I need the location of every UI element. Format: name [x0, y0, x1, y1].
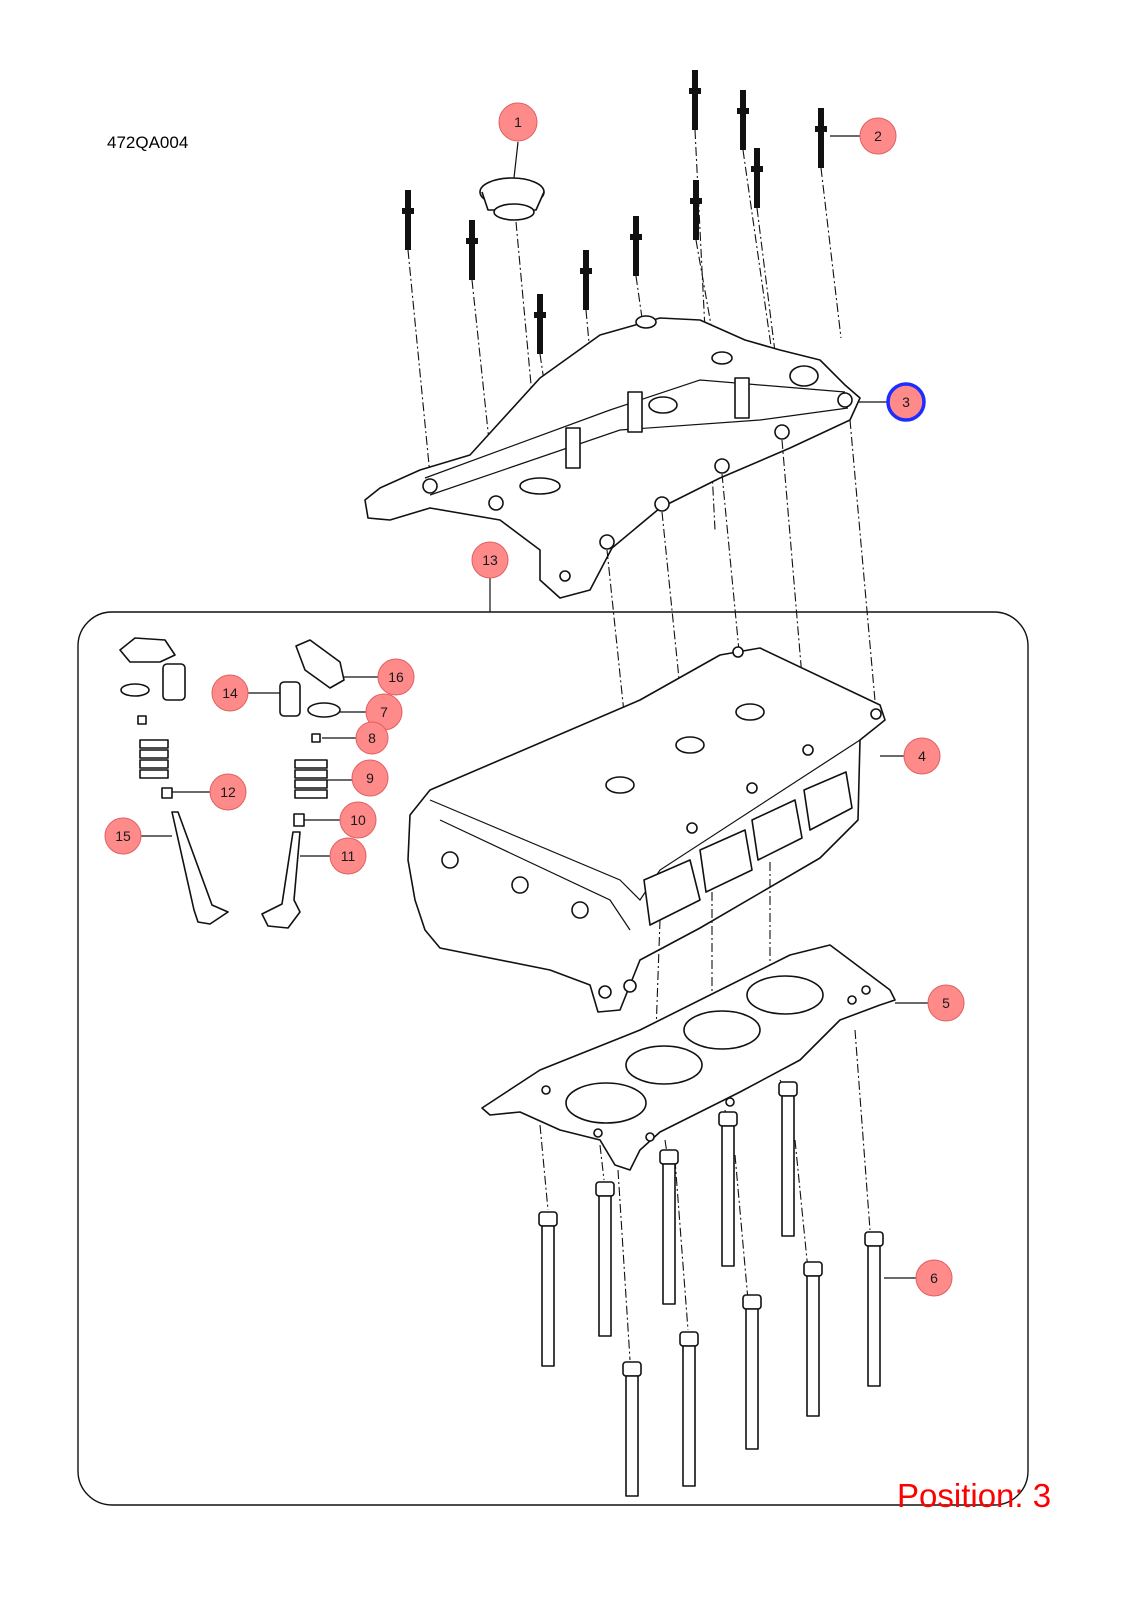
callout-10-label: 10: [350, 812, 366, 828]
callout-14-label: 14: [222, 685, 238, 701]
callout-8[interactable]: 8: [322, 721, 389, 755]
group-13-frame: [77, 611, 1029, 1506]
callout-14[interactable]: 14: [211, 674, 280, 712]
callout-2[interactable]: 2: [830, 117, 897, 155]
callout-1-label: 1: [514, 114, 522, 130]
callout-6[interactable]: 6: [884, 1259, 953, 1297]
callout-3-label: 3: [902, 394, 910, 410]
callout-9[interactable]: 9: [327, 759, 389, 797]
callout-12[interactable]: 12: [172, 773, 247, 811]
callout-11-label: 11: [341, 848, 356, 864]
callout-15-label: 15: [115, 828, 131, 844]
callout-13-label: 13: [482, 552, 498, 568]
callout-10[interactable]: 10: [304, 801, 377, 839]
cylinder-head: [407, 646, 886, 1061]
diagram-code: 472QA004: [107, 133, 189, 152]
callout-4-label: 4: [918, 748, 926, 764]
callout-16[interactable]: 16: [344, 658, 415, 696]
callout-13[interactable]: 13: [471, 541, 509, 579]
callout-6-label: 6: [930, 1270, 938, 1286]
callout-3[interactable]: 3: [858, 382, 926, 422]
callout-7[interactable]: 7: [340, 693, 403, 731]
head-gasket: [481, 944, 896, 1361]
callout-5[interactable]: 5: [895, 984, 965, 1022]
callout-5-label: 5: [942, 995, 950, 1011]
position-label: Position: 3: [897, 1477, 1052, 1514]
callout-16-label: 16: [388, 669, 404, 685]
callout-2-label: 2: [874, 128, 882, 144]
callout-8-label: 8: [368, 730, 376, 746]
callout-11[interactable]: 11: [300, 837, 367, 875]
callout-4[interactable]: 4: [880, 737, 941, 775]
callout-9-label: 9: [366, 770, 374, 786]
valve-train: [119, 637, 345, 929]
head-bolts: [538, 1081, 884, 1497]
callout-1[interactable]: 1: [498, 102, 538, 179]
callout-12-label: 12: [220, 784, 236, 800]
callout-15[interactable]: 15: [104, 817, 172, 855]
callout-7-label: 7: [380, 704, 388, 720]
